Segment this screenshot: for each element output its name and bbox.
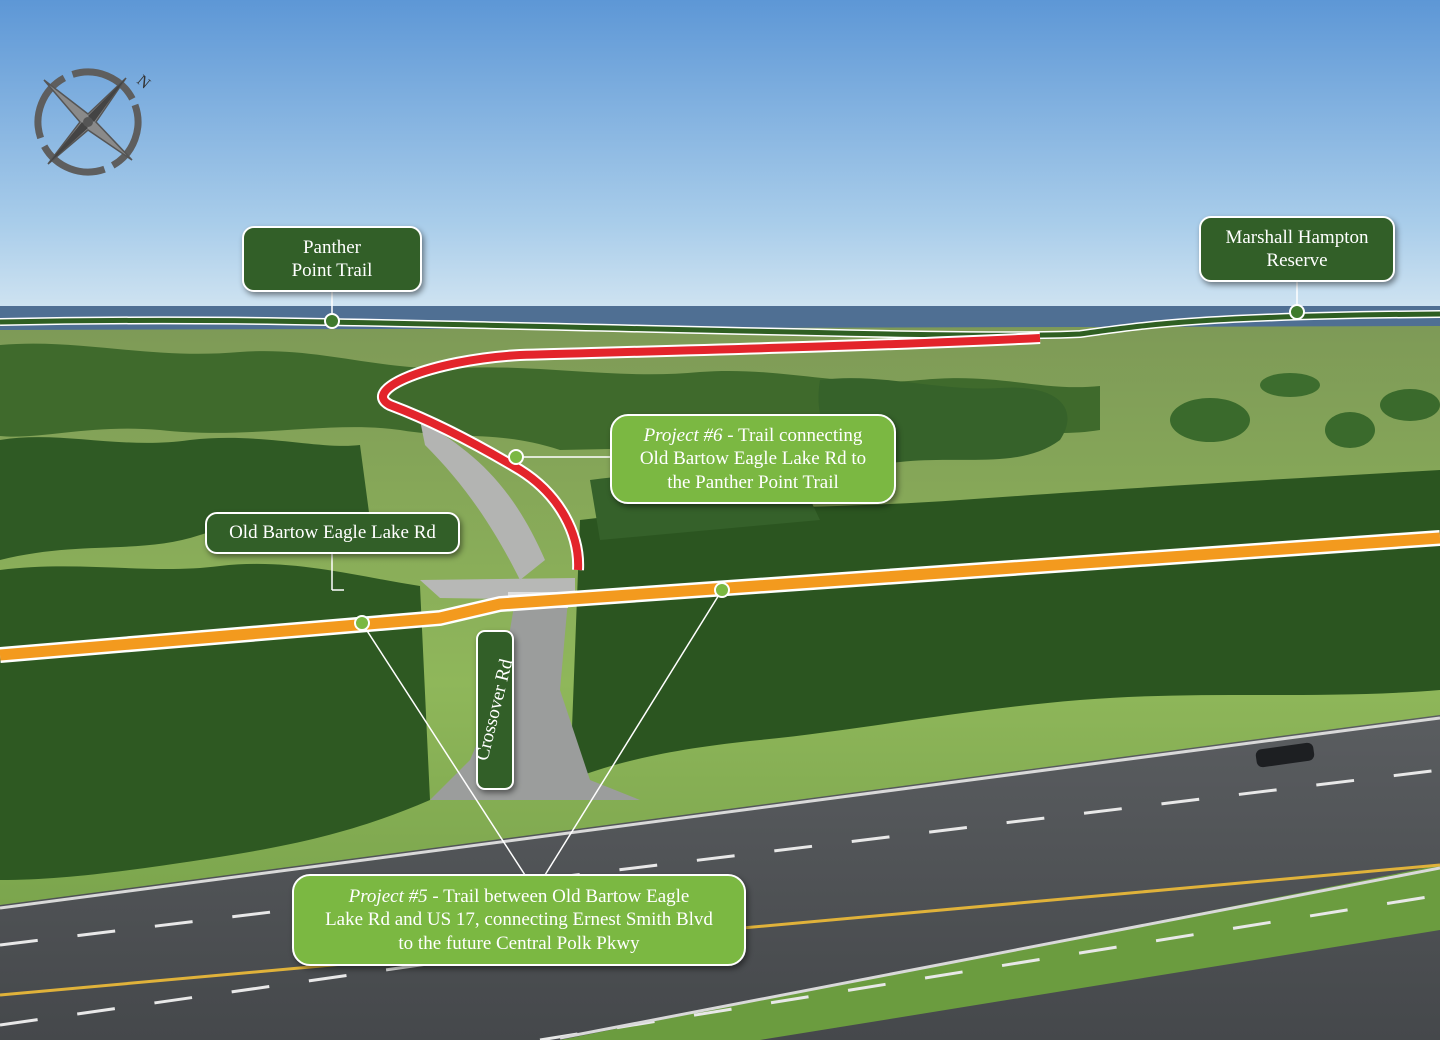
tree-cluster [1380, 389, 1440, 421]
tree-cluster [1325, 412, 1375, 448]
tree-cluster [1260, 373, 1320, 397]
project5-callout: Project #5 - Trail between Old Bartow Ea… [292, 874, 746, 966]
project6-trail-line [379, 334, 1041, 571]
marshall-hampton-reserve-label: Marshall Hampton Reserve [1199, 216, 1395, 282]
tree-cluster [1170, 398, 1250, 442]
callout-line: the Panther Point Trail [667, 471, 839, 493]
panther-point-trail-label: Panther Point Trail [242, 226, 422, 292]
project-number: Project #6 [643, 425, 723, 447]
highway-edge [559, 866, 1440, 1040]
marker-dot [1289, 304, 1305, 320]
callout-text: - Trail connecting [722, 425, 863, 447]
marker-dot [354, 615, 370, 631]
crossover-rd-label: Crossover Rd [472, 630, 517, 790]
marker-dot [324, 313, 340, 329]
project-number: Project #5 [348, 886, 428, 908]
marker-dot [714, 582, 730, 598]
project6-callout: Project #6 - Trail connecting Old Bartow… [610, 414, 896, 504]
project5-trail-line [0, 532, 1440, 661]
left-woods [0, 437, 370, 560]
callout-line: Lake Rd and US 17, connecting Ernest Smi… [325, 909, 713, 931]
leader-line [544, 589, 723, 876]
label-line: Point Trail [291, 260, 373, 281]
label-line: Reserve [1266, 250, 1328, 271]
marker-dot [508, 449, 524, 465]
label-line: Marshall Hampton [1225, 226, 1369, 248]
access-road [420, 420, 545, 580]
label-line: Old Bartow Eagle Lake Rd [229, 522, 436, 544]
leader-line [361, 622, 526, 876]
label-line: Panther [302, 236, 362, 258]
highway-edge [0, 716, 1440, 910]
car [1255, 742, 1315, 768]
callout-line: Project #5 - Trail between Old Bartow Ea… [349, 885, 690, 908]
old-bartow-eagle-lake-rd-label: Old Bartow Eagle Lake Rd [205, 512, 460, 554]
callout-line: Project #6 - Trail connecting [644, 424, 863, 447]
callout-line: to the future Central Polk Pkwy [398, 932, 640, 954]
label-line: Crossover Rd [471, 656, 518, 763]
panther-point-trail-line [0, 311, 1440, 338]
callout-text: - Trail between Old Bartow Eagle [427, 886, 690, 908]
callout-line: Old Bartow Eagle Lake Rd to [639, 448, 867, 470]
highway-lane-dashes [0, 768, 1440, 947]
